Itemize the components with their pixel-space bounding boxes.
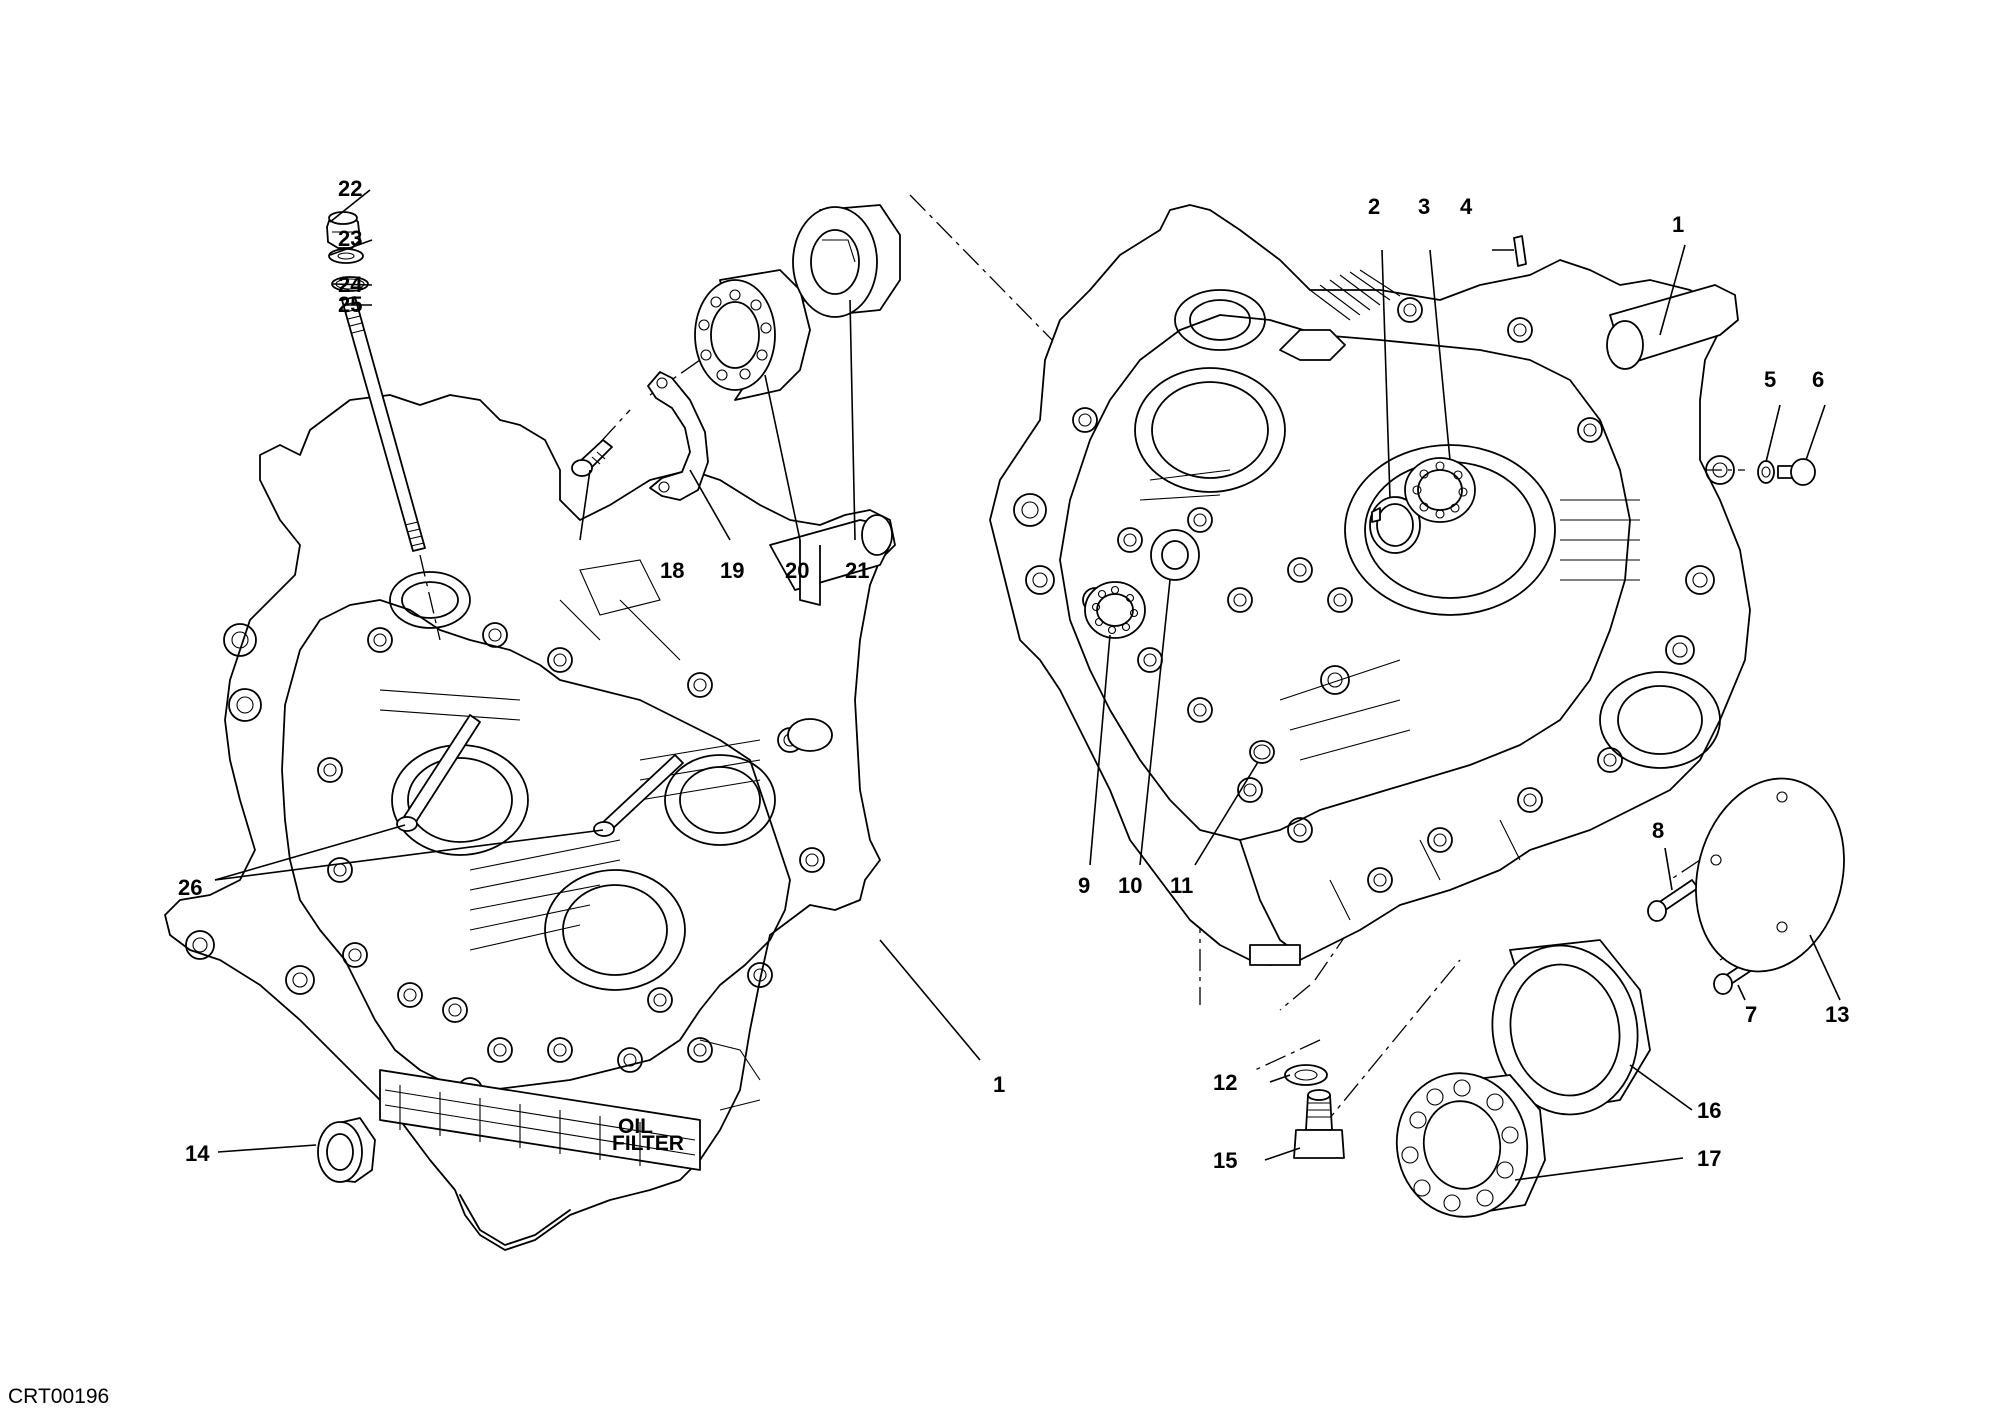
part-23-washer (328, 248, 364, 264)
callout-11: 11 (1170, 873, 1193, 898)
part-15-drain-plug (1293, 1089, 1345, 1159)
callout-7: 7 (1745, 1002, 1757, 1027)
callout-8: 8 (1652, 818, 1664, 843)
part-16-bushing (1491, 939, 1651, 1116)
part-2-circlip (1369, 496, 1421, 554)
callout-1-right: 1 (1672, 212, 1684, 237)
callout-24: 24 (338, 272, 363, 297)
part-13-cover (1695, 777, 1845, 973)
part-18-bolt (571, 439, 613, 477)
part-6-screw (1777, 458, 1816, 486)
stud-26a (396, 714, 481, 832)
part-20-bearing (694, 269, 811, 401)
part-21-bushing (792, 204, 901, 318)
part-3-bearing (1404, 457, 1476, 523)
part-5-washer (1757, 460, 1775, 484)
callout-19: 19 (720, 558, 744, 583)
callout-9: 9 (1078, 873, 1090, 898)
callout-1-left: 1 (993, 1072, 1005, 1097)
callout-3: 3 (1418, 194, 1430, 219)
callout-14: 14 (185, 1141, 210, 1166)
callout-23: 23 (338, 226, 362, 251)
part-12-washer (1284, 1064, 1328, 1086)
drawing-code: CRT00196 (8, 1385, 109, 1408)
callout-13: 13 (1825, 1002, 1849, 1027)
callout-16: 16 (1697, 1098, 1721, 1123)
callout-6: 6 (1812, 367, 1824, 392)
callout-22: 22 (338, 176, 362, 201)
oil-filter-text-oil: OIL (618, 1115, 653, 1138)
part-17-bearing (1395, 1072, 1546, 1218)
callout-4: 4 (1460, 194, 1473, 219)
part-4-dowel (1513, 235, 1527, 267)
leader-lines (214, 189, 1841, 1181)
callout-17: 17 (1697, 1146, 1721, 1171)
callout-21: 21 (845, 558, 869, 583)
callout-10: 10 (1118, 873, 1142, 898)
callout-labels: 22 23 24 25 18 19 20 21 26 1 14 1 2 3 4 … (178, 176, 1849, 1173)
part-9-bearing (1084, 581, 1146, 639)
callout-25: 25 (338, 292, 362, 317)
callout-5: 5 (1764, 367, 1776, 392)
part-8-screw (1647, 879, 1699, 922)
callout-18: 18 (660, 558, 684, 583)
oil-filter: OIL FILTER (379, 1069, 701, 1171)
part-11-o-ring (1249, 740, 1275, 764)
callout-26: 26 (178, 875, 202, 900)
callout-20: 20 (785, 558, 809, 583)
right-crankcase-half (989, 204, 1751, 966)
callout-15: 15 (1213, 1148, 1237, 1173)
part-10-seal (1150, 529, 1200, 581)
part-19-half-clip (647, 371, 709, 501)
part-14-seal (317, 1117, 376, 1183)
callout-2: 2 (1368, 194, 1380, 219)
part-25-rod (341, 296, 441, 641)
stud-26b (593, 754, 684, 837)
callout-12: 12 (1213, 1070, 1237, 1095)
left-crankcase-half: OIL FILTER (164, 394, 896, 1251)
oil-filter-text-filter: FILTER (612, 1132, 684, 1155)
